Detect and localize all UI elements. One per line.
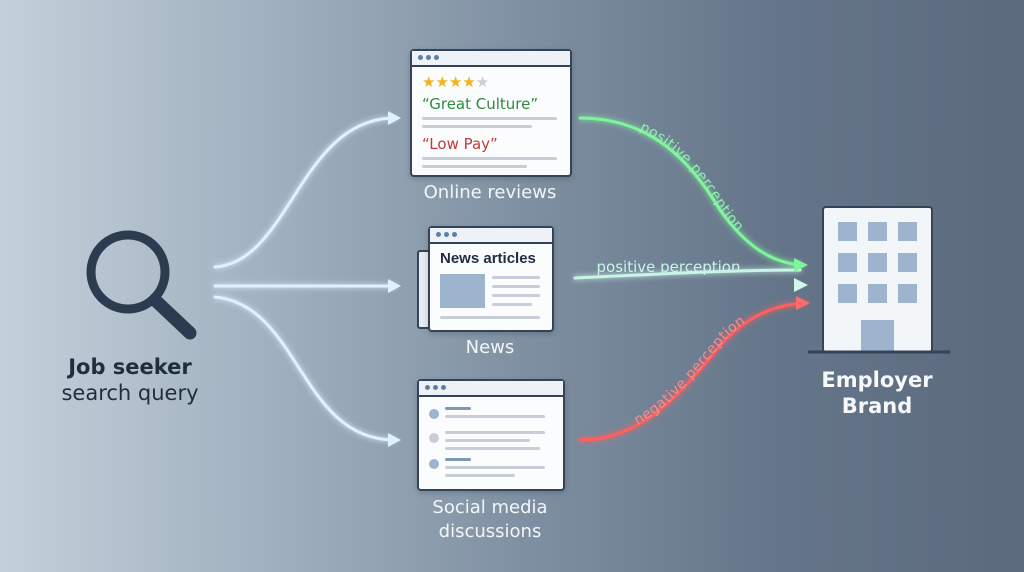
arrowhead-negative	[796, 296, 810, 310]
arrowhead-positive	[794, 258, 808, 272]
text-line	[445, 466, 545, 469]
query-subtitle: search query	[61, 381, 199, 405]
text-line	[445, 439, 530, 442]
arrow-to-reviews	[213, 116, 397, 269]
social-caption-line2: discussions	[438, 521, 542, 542]
text-line	[422, 157, 557, 160]
arrowhead-reviews	[388, 111, 401, 125]
text-line	[445, 447, 540, 450]
news-headline: News articles	[440, 250, 536, 267]
query-title: Job seeker	[68, 355, 192, 379]
text-line	[445, 407, 471, 410]
text-line	[492, 294, 540, 297]
quote-negative: “Low Pay”	[422, 135, 498, 153]
arrowhead-neutral	[794, 278, 808, 292]
text-line	[492, 276, 540, 279]
text-line	[445, 431, 545, 434]
brand-subtitle: Brand	[841, 394, 913, 418]
avatar	[429, 459, 439, 469]
edge-label-social: negative perception	[631, 313, 748, 429]
online-reviews-card: ★★★★★ “Great Culture” “Low Pay”	[410, 49, 572, 177]
quote-positive: “Great Culture”	[422, 95, 539, 113]
social-caption-line1: Social media	[432, 497, 548, 518]
brand-title: Employer	[821, 368, 933, 392]
news-card: News articles	[428, 226, 554, 332]
text-line	[492, 303, 532, 306]
star-rating: ★★★★★	[422, 73, 489, 91]
text-line	[445, 415, 545, 418]
edge-label-news: positive perception	[596, 258, 741, 276]
text-line	[445, 474, 515, 477]
arrowhead-social	[388, 433, 401, 447]
text-line	[445, 458, 471, 461]
arrow-to-social	[213, 295, 397, 442]
text-line	[440, 316, 540, 319]
text-line	[422, 165, 527, 168]
stars-filled: ★★★★	[422, 73, 476, 91]
edge-reviews-to-brand	[578, 116, 802, 267]
building-icon	[808, 206, 950, 354]
magnifier-icon	[86, 230, 197, 340]
social-media-card	[417, 379, 565, 491]
window-titlebar	[430, 228, 552, 244]
avatar	[429, 409, 439, 419]
avatar	[429, 433, 439, 443]
window-titlebar	[412, 51, 570, 67]
star-empty: ★	[475, 73, 490, 91]
news-photo	[440, 274, 485, 308]
text-line	[492, 285, 540, 288]
news-caption: News	[465, 337, 515, 358]
arrowhead-news	[388, 279, 401, 293]
text-line	[422, 117, 557, 120]
text-line	[422, 125, 532, 128]
online-reviews-caption: Online reviews	[423, 182, 557, 203]
window-titlebar	[419, 381, 563, 397]
edge-label-reviews: positive perception	[637, 119, 746, 235]
